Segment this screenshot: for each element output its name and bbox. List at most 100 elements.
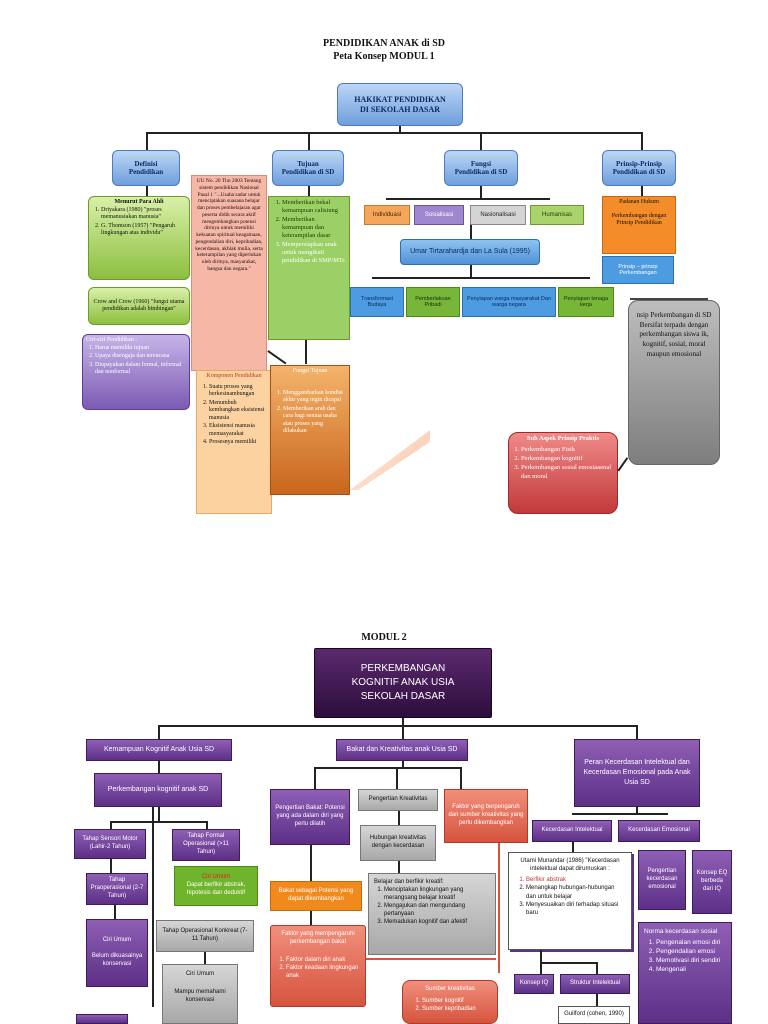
belajar-item: Memadukan kognitif dan afektif [384, 918, 490, 926]
definisi-pendidikan-node[interactable]: Definisi Pendidikan [112, 150, 180, 186]
bakat-kreativitas-node[interactable]: Bakat dan Kreativitas anak Usia SD [336, 739, 468, 761]
utami-munandar-box[interactable]: Utami Munandar (1986) "Kecerdasan intele… [508, 852, 632, 950]
utami-item: Menyesuaikan diri terhadap situasi baru [526, 901, 626, 918]
connector [572, 813, 668, 815]
norma-item: Memotivasi diri sendiri [656, 956, 726, 965]
ciri-umum-formal-box[interactable]: Ciri Umum Dapat berfikir abstrak, hipote… [174, 866, 258, 906]
ciri-umum-konkret-box[interactable]: Ciri Umum Mampu memahami konservasi [162, 964, 238, 1024]
faktor-sumber-kreativitas[interactable]: Faktor yang berpengaruh dan sumber kreat… [444, 789, 528, 843]
komponen-item: Suatu proses yang berkesinambungan [209, 384, 268, 399]
ciri-umum-2-text: Mampu memahami konservasi [174, 988, 226, 1003]
tag-humanisasi[interactable]: Humanisas [530, 205, 584, 225]
tujuan-item: Mempersiapkan anak untuk mengikuti pendi… [282, 241, 346, 265]
belajar-berfikir-kreatif-box[interactable]: Belajar dan berfikir kreatif: Menciptaka… [368, 873, 496, 955]
sub-aspek-item: Perkembangan kognitif [521, 455, 614, 463]
tag-nasionalisasi[interactable]: Nasionalisasi [470, 205, 526, 225]
connector [470, 225, 472, 239]
prinsip-perkembangan-detail[interactable]: nsip Perkembangan di SD Bersifat terpadu… [628, 300, 720, 465]
sumber-kreativitas-box[interactable]: Sumber kreativitas Sumber kognitif Sumbe… [402, 980, 498, 1024]
ciri-item: Upaya disengaja dan terencana [95, 353, 186, 361]
menurut-para-ahli-box[interactable]: Menurut Para Ahli Driyakara (1980) "pros… [88, 196, 190, 280]
perkembangan-kognitif-node[interactable]: Perkembangan kognitif anak SD [94, 773, 222, 807]
connector [641, 186, 643, 196]
connector [146, 186, 148, 196]
sub-aspek-item: Perkembangan sosial emosiaaenal dan mora… [521, 464, 614, 480]
norma-kecerdasan-sosial-box[interactable]: Norma kecerdasan sosial Pengenalan emosi… [638, 922, 732, 1024]
bakat-sebagai-potensi[interactable]: Bakat sebagai Potensi yang dapat dikemba… [270, 881, 362, 911]
hubungan-kreativitas[interactable]: Hubungan kreativitas dengan kecerdasan [360, 825, 436, 861]
sub-aspek-item: Perkembangan Fisik [521, 446, 614, 454]
connector [630, 298, 708, 300]
fungsi-tujuan-item: Memberikan arah dan cara bagi semua usah… [283, 406, 346, 436]
padanan-hukum-box[interactable]: Padanan Hukum Perkembangan dengan Prinsi… [602, 196, 676, 254]
tahap-sensori-motor[interactable]: Tahap Sensori Motor (Lahir-2 Tahun) [74, 829, 146, 859]
tag-individuasi[interactable]: Individuasi [364, 205, 410, 225]
pengertian-kecerdasan-emosional[interactable]: Pengertian kecerdasan emosional [638, 850, 686, 910]
konsep-eq[interactable]: Konsep EQ berbeda dari IQ [692, 850, 732, 914]
pemberlakuan-pribadi[interactable]: Pemberlakuan Pribadi [406, 287, 460, 317]
connector [314, 767, 316, 789]
tahap-praoperasional[interactable]: Tahap Praoperasional (2-7 Tahun) [86, 873, 148, 905]
tahap-operasional-konkret[interactable]: Tahap Operasional Konkreat (7-11 Tahun) [156, 920, 254, 952]
crow-and-crow-box[interactable]: Crow and Crow (1960) "fungsi utama pendi… [88, 287, 190, 325]
connector [470, 265, 472, 277]
guilford[interactable]: Guilford (cohen, 1990) [558, 1006, 630, 1024]
penyiapan-tenaga-kerja[interactable]: Penyiapan tenaga kerja [558, 287, 614, 317]
connector [158, 761, 160, 773]
umar-tirtarahardja-node[interactable]: Umar Tirtarahardja dan La Sula (1995) [400, 239, 540, 265]
kecerdasan-emosional-node[interactable]: Kecerdasan Emosional [618, 820, 700, 842]
connector [402, 718, 404, 725]
sub-aspek-box[interactable]: Sub Aspek Prinsip Praktis Perkembangan F… [508, 432, 618, 514]
connector [396, 767, 398, 789]
ciri-umum-1-title: Ciri Umum [102, 937, 132, 944]
sumber-item: Sumber kepribadian [422, 1005, 492, 1013]
ciri-umum-praoperasional-box[interactable]: Ciri Umum Belum dikuasainya konservasi [86, 919, 148, 987]
ciri-pendidikan-box[interactable]: Ciri-ciri Pendidikan : Harus memiliki tu… [82, 334, 190, 410]
tujuan-pendidikan-node[interactable]: Tujuan Pendidikan di SD [272, 150, 344, 186]
connector [617, 457, 628, 472]
pengertian-bakat[interactable]: Pengertian Bakat: Potensi yang ada dalam… [270, 789, 350, 845]
prinsip-perkembangan[interactable]: Prinsip – prinsip Perkembangan [602, 256, 674, 284]
connector [158, 725, 636, 727]
root-perkembangan-kognitif[interactable]: PERKEMBANGAN KOGNITIF ANAK USIA SEKOLAH … [314, 648, 492, 718]
connector [110, 821, 206, 823]
transformasi-budaya[interactable]: Transformasi Budaya [350, 287, 404, 317]
pengertian-kreativitas[interactable]: Pengertian Kreativitas [358, 789, 438, 811]
fungsi-pendidikan-node[interactable]: Fungsi Pendidikan di SD [444, 150, 518, 186]
utami-title: Utami Munandar (1986) "Kecerdasan intele… [520, 858, 620, 873]
cut-off-box [76, 1014, 128, 1024]
norma-title: Norma kecerdasan sosial [644, 928, 718, 935]
belajar-item: Mengajukan dan mengundang pertanyaan [384, 902, 490, 918]
kemampuan-kognitif-node[interactable]: Kemampuan Kognitif Anak Usia SD [86, 739, 232, 761]
struktur-intelektual[interactable]: Struktur Intelektual [560, 974, 630, 994]
faktor-bakat-box[interactable]: Faktor yang mempengaruhi perkembangan ba… [270, 925, 366, 1007]
connector [305, 340, 307, 364]
fungsi-tujuan-box[interactable]: Fungsi Tujuan Menggambarkan kondisi akhi… [270, 365, 350, 495]
menurut-item: G. Thomson (1957) "Pengaruh lingkungan a… [101, 223, 186, 238]
peran-kecerdasan-node[interactable]: Peran Kecerdasan Intelektual dan Kecerda… [574, 739, 700, 807]
modul1-subtitle: Peta Konsep MODUL 1 [333, 51, 435, 62]
tujuan-items-box[interactable]: Memberikan bekal kemampuan calistung Mem… [268, 196, 350, 340]
modul2-title: MODUL 2 [361, 632, 407, 643]
ciri-umum-2-title: Ciri Umum [185, 971, 215, 977]
connector [310, 911, 312, 925]
connector [398, 861, 400, 873]
menurut-item: Driyakara (1980) "proses memanusiakan ma… [101, 207, 186, 222]
connector [386, 198, 550, 200]
connector [636, 725, 638, 739]
prinsip-pendidikan-node[interactable]: Prinsip-Prinsip Pendidikan di SD [602, 150, 676, 186]
kecerdasan-intelektual-node[interactable]: Kecerdasan Intelektual [532, 820, 612, 842]
uu-sisdiknas-box[interactable]: UU No. 20 Thn 2003 Tentang sistem pendid… [191, 175, 267, 371]
penyiapan-warga[interactable]: Penyiapan warga masyarakat Dan warga neg… [462, 287, 556, 317]
connector [308, 132, 310, 150]
utami-item: Berfikir abstrak [526, 876, 626, 884]
connector [110, 821, 112, 829]
root-hakikat-pendidikan[interactable]: HAKIKAT PENDIDIKAN DI SEKOLAH DASAR [337, 83, 463, 126]
komponen-title: Komponen Pendidikan [206, 373, 262, 379]
konsep-iq[interactable]: Konsep IQ [514, 974, 554, 994]
connector [636, 807, 638, 813]
tag-sosialisasi[interactable]: Sosialisasi [414, 205, 464, 225]
connector [366, 958, 496, 960]
komponen-pendidikan-box[interactable]: Komponen Pendidikan Suatu proses yang be… [196, 370, 272, 514]
tahap-formal-operasional[interactable]: Tahap Formal Operasional (>11 Tahun) [172, 829, 240, 861]
